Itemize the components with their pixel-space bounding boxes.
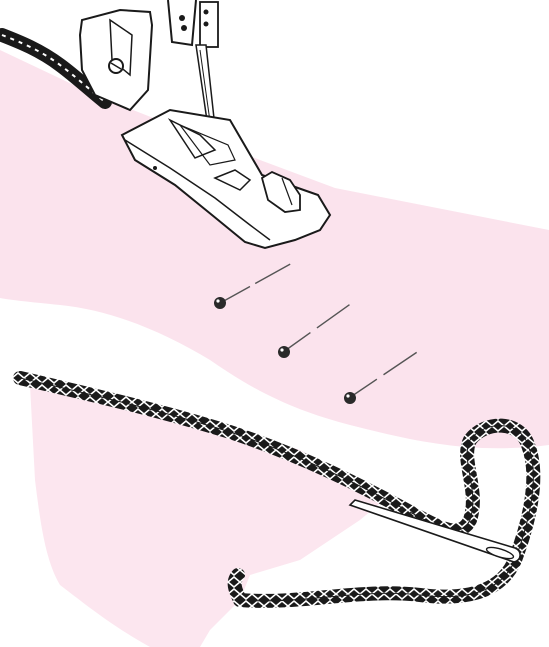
large-eye-needle (350, 500, 520, 562)
